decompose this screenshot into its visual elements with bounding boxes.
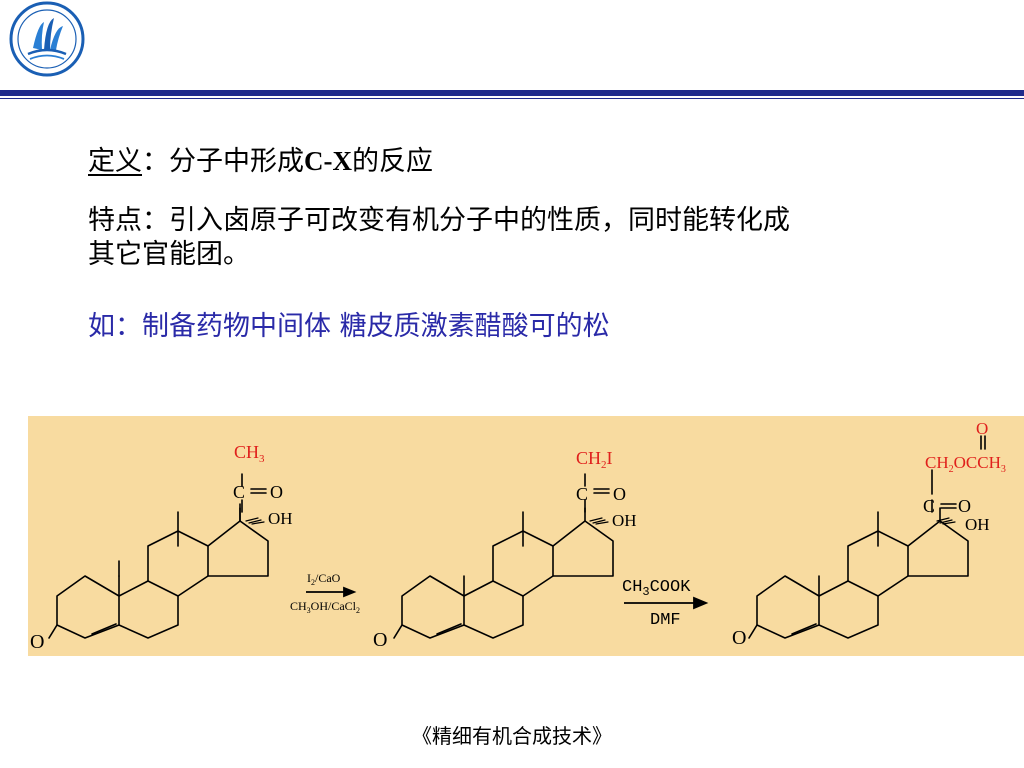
definition-line: 定义：分子中形成C-X的反应	[88, 146, 433, 177]
definition-label: 定义	[88, 146, 142, 177]
svg-text:O: O	[958, 496, 971, 516]
m2-oh-label: OH	[612, 511, 637, 530]
m2-ch2i-label: CH2I	[576, 448, 613, 471]
m3-oh-label: OH	[965, 515, 990, 534]
feature-line-2: 其它官能团。	[88, 239, 250, 270]
m1-ch3-label: CH3	[234, 442, 265, 465]
school-logo-icon	[9, 1, 85, 77]
svg-text:O: O	[270, 482, 283, 502]
m2-ketone-o: O	[373, 629, 387, 651]
molecule-1-skeleton	[48, 503, 269, 639]
footer-course-title: 《精细有机合成技术》	[412, 724, 612, 748]
step1-reagent-above: I2/CaO	[307, 571, 341, 587]
molecule-2-skeleton	[393, 507, 614, 639]
m1-co-label: C	[233, 482, 245, 502]
m1-ketone-o: O	[30, 631, 44, 653]
m1-oh-label: OH	[268, 509, 293, 528]
reaction-scheme: CH3 C O OH O I2/CaO CH3OH/CaCl2 CH2I C O…	[30, 419, 1006, 653]
m3-co-label: C	[923, 496, 935, 516]
step2-reagent-above: CH3COOK	[622, 578, 691, 599]
header-rule	[0, 90, 1024, 96]
m3-acetoxy-label: CH2OCCH3	[925, 453, 1006, 475]
m3-carbonyl-o: O	[976, 419, 988, 438]
m3-ketone-o: O	[732, 627, 746, 649]
step2-reagent-below: DMF	[650, 611, 681, 630]
cx-bond-text: C-X	[304, 146, 352, 176]
svg-text:O: O	[613, 484, 626, 504]
feature-line-1: 特点：引入卤原子可改变有机分子中的性质，同时能转化成	[88, 205, 790, 236]
m2-co-label: C	[576, 484, 588, 504]
example-line: 如：制备药物中间体 糖皮质激素醋酸可的松	[88, 311, 610, 342]
header-rule-thin	[0, 98, 1024, 99]
step1-reagent-below: CH3OH/CaCl2	[290, 599, 360, 615]
reaction-scheme-panel: CH3 C O OH O I2/CaO CH3OH/CaCl2 CH2I C O…	[28, 416, 1024, 656]
molecule-3-skeleton	[748, 507, 969, 639]
